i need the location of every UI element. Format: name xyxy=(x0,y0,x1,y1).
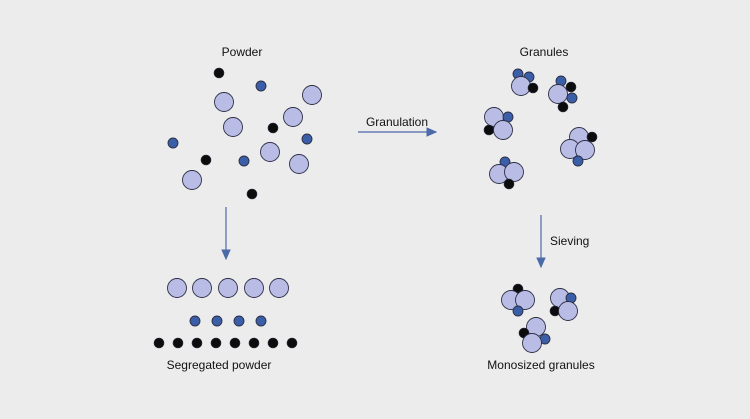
large-particle xyxy=(218,278,238,298)
large-particle xyxy=(260,142,280,162)
large-particle xyxy=(493,120,513,140)
large-particle xyxy=(511,76,531,96)
small-particle xyxy=(572,155,584,167)
black-particle xyxy=(191,337,203,349)
large-particle xyxy=(182,170,202,190)
monosized-granules-label: Monosized granules xyxy=(487,358,595,372)
large-particle xyxy=(504,162,524,182)
segregated-powder-label: Segregated powder xyxy=(166,358,272,372)
large-particle xyxy=(522,333,542,353)
monosized-granule xyxy=(518,317,551,353)
large-particle xyxy=(192,278,212,298)
powder-cluster xyxy=(167,67,322,200)
monosized-granule xyxy=(501,283,535,317)
powder-label: Powder xyxy=(221,45,263,59)
small-particle xyxy=(255,315,267,327)
black-particle xyxy=(246,188,258,200)
small-particle xyxy=(238,155,250,167)
black-particle xyxy=(503,178,515,190)
large-particle xyxy=(289,154,309,174)
large-particle xyxy=(223,117,243,137)
black-particle xyxy=(153,337,165,349)
granule xyxy=(489,156,524,190)
granulation-label: Granulation xyxy=(365,115,429,129)
small-particle xyxy=(211,315,223,327)
black-particle xyxy=(248,337,260,349)
black-particle xyxy=(210,337,222,349)
small-particle xyxy=(189,315,201,327)
large-particle xyxy=(269,278,289,298)
large-particle xyxy=(515,290,535,310)
large-particle xyxy=(244,278,264,298)
granule xyxy=(548,75,578,113)
black-particle xyxy=(200,154,212,166)
granules-label: Granules xyxy=(519,45,569,59)
small-particle xyxy=(255,80,267,92)
large-particle xyxy=(302,85,322,105)
black-particle xyxy=(565,81,577,93)
black-particle xyxy=(527,82,539,94)
large-particle xyxy=(214,92,234,112)
granule xyxy=(511,68,539,96)
large-particle xyxy=(575,140,595,160)
small-particle xyxy=(512,305,524,317)
segregated-powder xyxy=(153,278,298,349)
black-particle xyxy=(286,337,298,349)
small-particle xyxy=(167,137,179,149)
black-particle xyxy=(172,337,184,349)
black-particle xyxy=(229,337,241,349)
large-particle xyxy=(167,278,187,298)
black-particle xyxy=(586,131,598,143)
sieving-label: Sieving xyxy=(550,234,590,248)
large-particle xyxy=(283,107,303,127)
large-particle xyxy=(558,301,578,321)
particles-layer xyxy=(153,67,598,353)
black-particle xyxy=(557,101,569,113)
large-particle xyxy=(548,84,568,104)
granule xyxy=(560,127,598,167)
black-particle xyxy=(213,67,225,79)
small-particle xyxy=(301,133,313,145)
black-particle xyxy=(267,122,279,134)
small-particle xyxy=(566,92,578,104)
small-particle xyxy=(233,315,245,327)
monosized-granule xyxy=(549,288,578,321)
black-particle xyxy=(483,124,495,136)
black-particle xyxy=(267,337,279,349)
granule xyxy=(483,107,514,140)
